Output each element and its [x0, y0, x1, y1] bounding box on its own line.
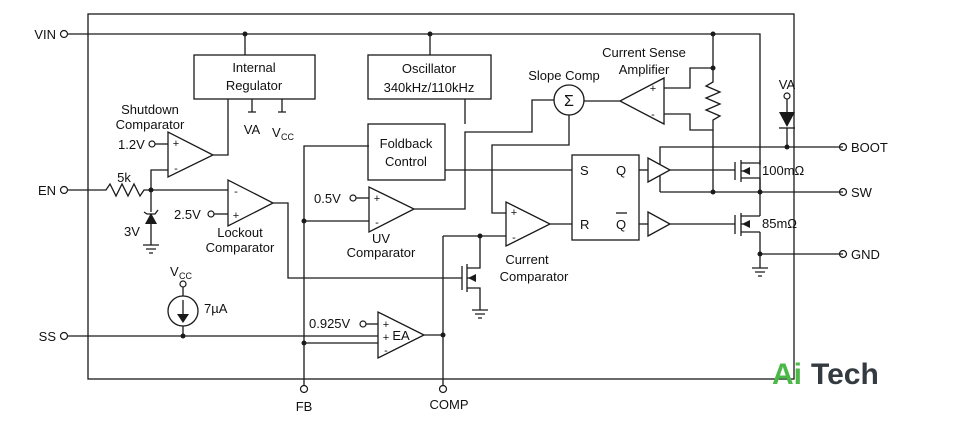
- svg-text:FB: FB: [296, 399, 313, 414]
- svg-text:-: -: [174, 163, 178, 175]
- current-comparator: + - Current Comparator: [443, 200, 572, 284]
- svg-text:R: R: [580, 217, 589, 232]
- svg-text:1.2V: 1.2V: [118, 137, 145, 152]
- pin-fb[interactable]: FB: [296, 384, 313, 415]
- svg-text:-: -: [512, 232, 516, 244]
- sw-node: [660, 178, 843, 216]
- svg-text:Q: Q: [616, 217, 626, 232]
- slope-comp-summer: Σ Slope Comp: [528, 68, 600, 116]
- shutdown-comparator: + - Shutdown Comparator 1.2V: [116, 99, 229, 179]
- boot-diode: VA: [779, 77, 796, 150]
- svg-text:Σ: Σ: [564, 93, 574, 110]
- svg-text:Comparator: Comparator: [500, 269, 569, 284]
- pin-vin[interactable]: VIN: [34, 27, 69, 42]
- svg-text:340kHz/110kHz: 340kHz/110kHz: [384, 80, 475, 95]
- svg-text:VA: VA: [244, 122, 261, 137]
- svg-text:2.5V: 2.5V: [174, 207, 201, 222]
- svg-text:VIN: VIN: [34, 27, 56, 42]
- svg-text:+: +: [511, 207, 517, 219]
- svg-text:Regulator: Regulator: [226, 78, 283, 93]
- svg-text:-: -: [375, 217, 379, 229]
- oscillator: Oscillator 340kHz/110kHz: [367, 54, 492, 100]
- fb-net: [301, 145, 378, 385]
- svg-text:+: +: [374, 193, 380, 205]
- svg-text:Comparator: Comparator: [116, 117, 185, 132]
- svg-text:CC: CC: [281, 132, 294, 142]
- svg-text:+: +: [383, 332, 389, 344]
- svg-text:EA: EA: [392, 328, 410, 343]
- svg-text:+: +: [233, 210, 239, 222]
- svg-text:+: +: [173, 138, 179, 150]
- svg-text:Shutdown: Shutdown: [121, 102, 179, 117]
- uv-comparator: + - UV Comparator 0.5V: [314, 180, 466, 260]
- svg-text:Slope Comp: Slope Comp: [528, 68, 600, 83]
- svg-text:Oscillator: Oscillator: [402, 61, 457, 76]
- foldback-control: Foldback Control: [367, 123, 446, 181]
- low-side-mosfet: 85mΩ: [734, 213, 843, 277]
- svg-text:Tech: Tech: [811, 358, 879, 391]
- internal-regulator: Internal Regulator: [193, 54, 316, 100]
- svg-text:-: -: [651, 109, 655, 121]
- current-sense-amplifier: + - Current Sense Amplifier: [602, 45, 686, 126]
- svg-text:BOOT: BOOT: [851, 140, 888, 155]
- svg-text:-: -: [384, 345, 388, 357]
- svg-text:EN: EN: [38, 183, 56, 198]
- svg-text:3V: 3V: [124, 224, 140, 239]
- svg-text:VA: VA: [779, 77, 796, 92]
- svg-text:Comparator: Comparator: [347, 245, 416, 260]
- svg-text:0.5V: 0.5V: [314, 191, 341, 206]
- svg-text:7µA: 7µA: [204, 301, 228, 316]
- svg-text:Amplifier: Amplifier: [619, 62, 670, 77]
- error-amplifier: + + - EA 0.925V: [309, 310, 446, 360]
- svg-text:CC: CC: [179, 271, 192, 281]
- ss-current-source: V CC 7µA: [167, 264, 228, 339]
- svg-text:+: +: [650, 83, 656, 95]
- regulator-outputs: VA V CC: [244, 99, 294, 142]
- high-side-mosfet: 100mΩ: [734, 160, 805, 182]
- svg-text:Control: Control: [385, 154, 427, 169]
- svg-text:S: S: [580, 163, 589, 178]
- pin-comp[interactable]: COMP: [430, 384, 469, 413]
- svg-text:5k: 5k: [117, 170, 131, 185]
- clamp-nmos: [461, 236, 488, 319]
- svg-text:Current: Current: [505, 252, 549, 267]
- sr-latch: S R Q Q: [445, 154, 640, 241]
- chip-outline: [87, 13, 795, 380]
- svg-text:+: +: [383, 319, 389, 331]
- svg-text:GND: GND: [851, 247, 880, 262]
- pin-boot[interactable]: BOOT: [838, 140, 888, 155]
- svg-text:Comparator: Comparator: [206, 240, 275, 255]
- high-side-driver: [639, 146, 843, 192]
- svg-text:Internal: Internal: [232, 60, 275, 75]
- aitech-logo: Ai Tech: [772, 358, 879, 391]
- svg-text:85mΩ: 85mΩ: [762, 216, 797, 231]
- svg-text:V: V: [272, 125, 281, 140]
- pin-sw[interactable]: SW: [838, 185, 873, 200]
- sense-resistor: [664, 65, 722, 192]
- svg-text:Foldback: Foldback: [380, 136, 433, 151]
- svg-text:0.925V: 0.925V: [309, 316, 351, 331]
- wire-sum-to-cc: [491, 115, 570, 214]
- low-side-driver: [639, 210, 735, 238]
- svg-text:SW: SW: [851, 185, 873, 200]
- pin-gnd[interactable]: GND: [838, 247, 880, 262]
- pin-ss[interactable]: SS: [39, 329, 69, 344]
- svg-text:100mΩ: 100mΩ: [762, 163, 805, 178]
- svg-text:-: -: [234, 186, 238, 198]
- svg-text:Current Sense: Current Sense: [602, 45, 686, 60]
- vin-rail: [68, 31, 761, 192]
- svg-text:SS: SS: [39, 329, 57, 344]
- svg-text:Q: Q: [616, 163, 626, 178]
- pin-en[interactable]: EN: [38, 183, 69, 198]
- svg-text:COMP: COMP: [430, 397, 469, 412]
- svg-text:V: V: [170, 264, 179, 279]
- svg-text:Ai: Ai: [772, 358, 802, 391]
- svg-text:Lockout: Lockout: [217, 225, 263, 240]
- wire-sum-osc: [464, 99, 554, 180]
- en-input-network: 5k 3V: [68, 169, 230, 254]
- lockout-comparator: - + Lockout Comparator 2.5V: [174, 178, 462, 279]
- svg-text:UV: UV: [372, 231, 390, 246]
